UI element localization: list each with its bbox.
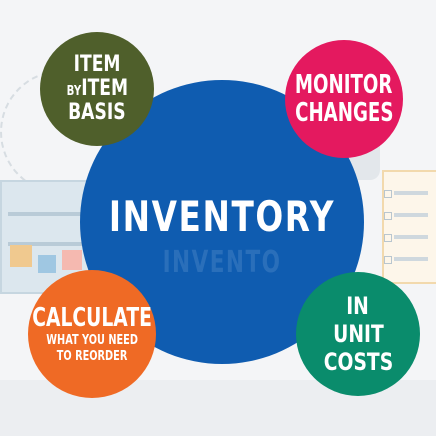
background-shelf xyxy=(0,180,94,294)
item-basis-line3: BASIS xyxy=(68,100,126,125)
clipboard-line xyxy=(394,257,428,261)
inventory-ghost-text: INVENTO xyxy=(162,245,282,280)
background-clipboard xyxy=(382,170,436,284)
shelf-row xyxy=(8,212,86,216)
clipboard-line xyxy=(394,235,428,239)
background-box xyxy=(62,250,82,270)
background-box xyxy=(10,245,32,267)
unit-costs-line1: IN xyxy=(346,292,370,320)
unit-costs-line3: COSTS xyxy=(323,348,393,376)
item-basis-line2-word: ITEM xyxy=(80,76,128,101)
checkbox-icon xyxy=(384,212,392,220)
monitor-changes-bubble: MONITOR CHANGES xyxy=(285,40,403,158)
item-basis-bubble: ITEM BYITEM BASIS xyxy=(40,32,154,146)
clipboard-line xyxy=(394,213,428,217)
item-basis-line1: ITEM xyxy=(73,52,121,77)
clipboard-line xyxy=(394,191,428,195)
shelf-row xyxy=(8,242,86,246)
calculate-line1: CALCULATE xyxy=(32,303,152,333)
calculate-line3: TO REORDER xyxy=(56,349,128,364)
calculate-line2: WHAT YOU NEED xyxy=(46,333,138,348)
item-basis-line2: BYITEM xyxy=(66,78,127,100)
checkbox-icon xyxy=(384,234,392,242)
calculate-reorder-bubble: CALCULATE WHAT YOU NEED TO REORDER xyxy=(28,270,156,398)
inventory-title: INVENTORY xyxy=(108,192,336,241)
monitor-line1: MONITOR xyxy=(295,70,393,100)
checkbox-icon xyxy=(384,256,392,264)
background-box xyxy=(38,255,56,273)
item-basis-line2-prefix: BY xyxy=(66,84,81,99)
unit-costs-bubble: IN UNIT COSTS xyxy=(296,272,420,396)
unit-costs-line2: UNIT xyxy=(332,320,384,348)
checkbox-icon xyxy=(384,190,392,198)
monitor-line2: CHANGES xyxy=(294,98,394,128)
